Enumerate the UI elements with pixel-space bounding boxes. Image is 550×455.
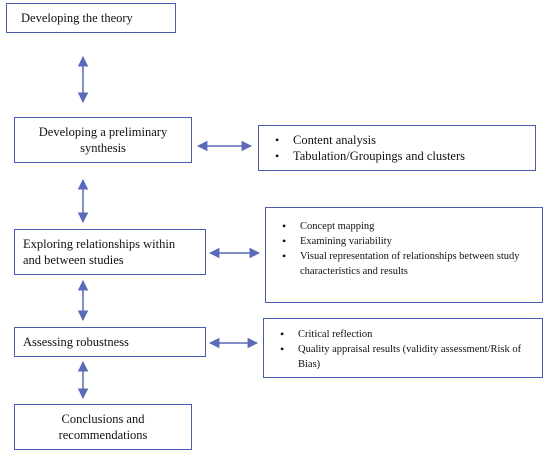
- synthesis-details-box: Content analysis Tabulation/Groupings an…: [258, 125, 536, 171]
- stage-developing-theory: Developing the theory: [6, 3, 176, 33]
- detail-item: Critical reflection: [272, 327, 534, 342]
- stage-label: Exploring relationships within: [23, 237, 176, 251]
- detail-item: Visual representation of relationships b…: [274, 249, 536, 279]
- detail-item: Quality appraisal results (validity asse…: [272, 342, 534, 372]
- stage-assessing-robustness: Assessing robustness: [14, 327, 206, 357]
- stage-label: Assessing robustness: [23, 335, 129, 349]
- stage-preliminary-synthesis: Developing a preliminary synthesis: [14, 117, 192, 163]
- stage-label: Developing a preliminary: [38, 125, 168, 139]
- stage-label: Conclusions and: [61, 412, 145, 426]
- detail-item: Concept mapping: [274, 219, 536, 234]
- detail-item: Examining variability: [274, 234, 536, 249]
- stage-label: and between studies: [23, 253, 124, 267]
- detail-item: Content analysis: [267, 132, 535, 148]
- stage-label: recommendations: [58, 428, 148, 442]
- stage-exploring-relationships: Exploring relationships within and betwe…: [14, 229, 206, 275]
- stage-conclusions: Conclusions and recommendations: [14, 404, 192, 450]
- stage-label: Developing the theory: [21, 11, 133, 25]
- detail-item: Tabulation/Groupings and clusters: [267, 148, 535, 164]
- stage-label: synthesis: [80, 141, 126, 155]
- robustness-details-box: Critical reflection Quality appraisal re…: [263, 318, 543, 378]
- relationships-details-box: Concept mapping Examining variability Vi…: [265, 207, 543, 303]
